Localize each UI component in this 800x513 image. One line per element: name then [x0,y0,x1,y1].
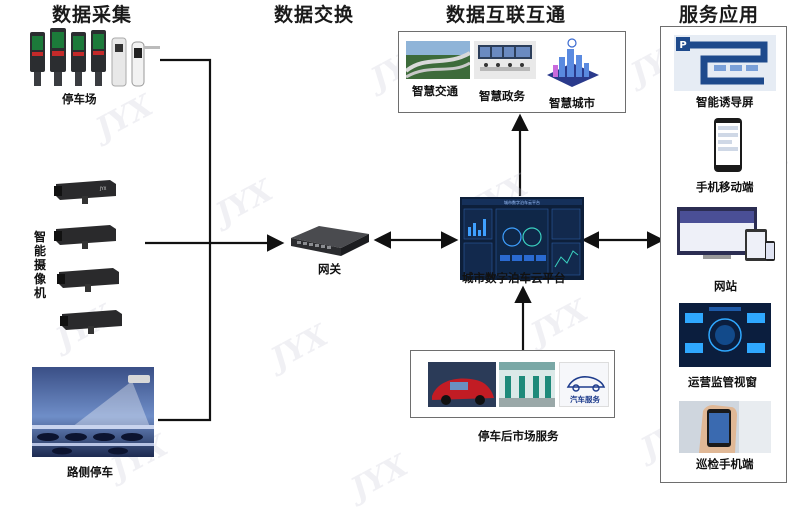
roadside-parking-label: 路侧停车 [67,465,113,479]
camera-image [58,308,128,334]
watermark: JYX [210,173,279,232]
smart-city-label: 智慧城市 [549,96,595,110]
roadside-parking-image [32,367,154,457]
aftermarket-label: 停车后市场服务 [478,429,559,443]
guidance-screen-image: P [674,35,776,91]
cameras-label: 智能摄像机 [33,230,46,300]
aftermarket-station-image [499,362,555,407]
supervision-window-image [679,303,771,367]
interconnect-panel: 智慧交通 智慧政务 智慧城市 [398,31,626,113]
service-label-inspection: 巡检手机端 [696,457,754,471]
heading-services: 服务应用 [679,4,760,26]
watermark: JYX [265,318,334,377]
svg-text:城市数字泊车云平台: 城市数字泊车云平台 [504,199,540,205]
camera-image [55,266,125,292]
service-label-mobile: 手机移动端 [696,180,754,194]
svg-text:JYX: JYX [99,186,107,191]
parking-lot-label: 停车场 [62,92,97,106]
service-label-guidance-screen: 智能诱导屏 [696,95,754,109]
smart-government-image [474,41,536,79]
smart-city-image [541,35,603,91]
service-label-supervision: 运营监管视窗 [688,375,757,389]
watermark: JYX [90,88,159,147]
heading-data-interconnect: 数据互联互通 [446,4,567,26]
heading-data-collection: 数据采集 [52,4,133,26]
smart-government-label: 智慧政务 [479,89,525,103]
watermark: JYX [525,293,594,352]
car-service-logo: 汽车服务 [559,362,609,407]
car-service-badge: 汽车服务 [570,395,600,404]
website-image [673,203,777,269]
heading-data-exchange: 数据交换 [274,4,355,26]
smart-traffic-image [406,41,470,79]
watermark: JYX [345,448,414,507]
mobile-app-image [713,117,743,173]
camera-image: JYX [52,178,122,204]
svg-text:P: P [679,40,686,51]
smart-traffic-label: 智慧交通 [412,84,458,98]
parking-lot-image [28,24,160,88]
service-label-website: 网站 [714,279,737,293]
car-outline-icon [566,376,606,392]
platform-label: 城市数字泊车云平台 [462,271,566,285]
camera-image [52,223,122,249]
platform-screen: 城市数字泊车云平台 [460,197,584,280]
services-panel: P 智能诱导屏 手机移动端 网站 运营监管视窗 巡检手机端 [660,26,787,483]
gateway-device [289,224,371,258]
inspection-handset-image [679,401,771,453]
aftermarket-panel: 汽车服务 [410,350,615,418]
gateway-label: 网关 [318,262,341,276]
aftermarket-car-image [428,362,496,407]
